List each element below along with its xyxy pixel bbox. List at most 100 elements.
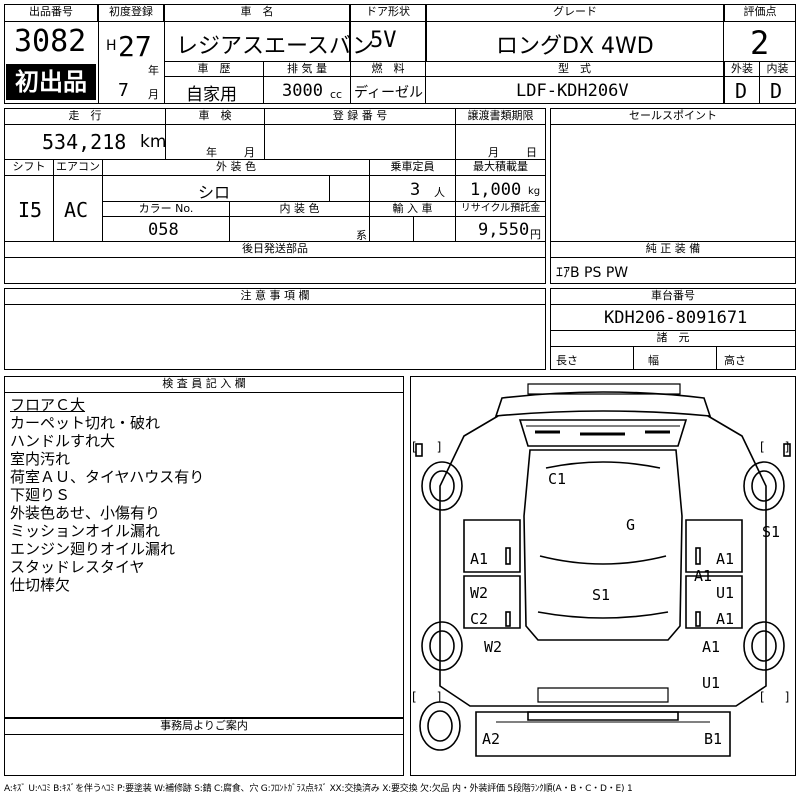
first-reg-header: 初度登録 — [98, 4, 164, 22]
bracket-right-top: [ ] — [760, 440, 794, 454]
inspector-note: 外装色あせ、小傷有り — [10, 504, 161, 522]
legend: A:ｷｽﾞ U:ﾍｺﾐ B:ｷｽﾞを伴うﾍｺﾐ P:要塗装 W:補修跡 S:錆 … — [4, 784, 633, 794]
series-unit: 系 — [356, 229, 367, 242]
color-no: 058 — [148, 220, 179, 240]
damage-right-rear: A1 — [702, 638, 721, 656]
interior-grade-header: 内装 — [759, 61, 796, 77]
km-unit: km — [140, 132, 167, 152]
damage-right-pillar: A1 — [694, 567, 713, 585]
interior-grade: D — [770, 79, 783, 103]
ac: AC — [64, 198, 89, 222]
history: 自家用 — [186, 85, 237, 105]
color: シロ — [198, 183, 231, 202]
width-label: 幅 — [648, 354, 659, 367]
car-name: レジアスエースバン — [176, 34, 375, 59]
recycle-header: リサイクル預託金 — [455, 201, 546, 217]
length-label: 長さ — [556, 354, 578, 367]
sales-point-header: セールスポイント — [550, 108, 796, 125]
damage-left-rear: W2 — [484, 638, 503, 656]
grade-header: グレード — [426, 4, 724, 22]
damage-right-front-upper: S1 — [762, 523, 781, 541]
damage-glass: G — [626, 516, 636, 534]
damage-left-front-door: A1 — [470, 550, 489, 568]
damage-left-rear-door: C2 — [470, 610, 489, 628]
damage-right-rear-lower: U1 — [702, 674, 721, 692]
import-header: 輸 入 車 — [369, 201, 456, 217]
shift-header: シフト — [4, 159, 54, 176]
damage-rear-left: A2 — [482, 730, 501, 748]
exterior-grade: D — [735, 79, 748, 103]
model-code: LDF-KDH206V — [516, 81, 629, 101]
score-header: 評価点 — [724, 4, 796, 22]
year-unit: 年 — [148, 64, 159, 77]
damage-right-mid: U1 — [716, 584, 735, 602]
damage-floor-center: S1 — [592, 586, 611, 604]
score: 2 — [750, 24, 770, 62]
cc-unit: cc — [330, 88, 343, 101]
damage-roof: C1 — [548, 470, 567, 488]
persons-unit: 人 — [434, 186, 445, 199]
fuel-header: 燃 料 — [350, 61, 426, 77]
first-listing-badge: 初出品 — [6, 64, 96, 100]
recycle: 9,550 — [478, 220, 530, 240]
dim-height-cell — [716, 346, 796, 370]
inspector-note: 仕切棒欠 — [10, 576, 71, 594]
inspector-note: 荷室ＡＵ、タイヤハウス有り — [10, 468, 205, 486]
bracket-left-bottom: [ ] — [412, 690, 446, 704]
car-diagram — [415, 383, 791, 757]
color-header: 外 装 色 — [102, 159, 370, 176]
chassis-no: KDH206-8091671 — [604, 308, 748, 328]
inspector-note: エンジン廻りオイル漏れ — [10, 540, 176, 558]
kg-unit: kg — [528, 186, 541, 197]
displacement-header: 排 気 量 — [263, 61, 351, 77]
inspection-month-unit: 月 — [244, 146, 255, 159]
mileage: 534,218 — [42, 130, 127, 154]
reg-no-header: 登 録 番 号 — [264, 108, 456, 125]
color-no-header: カラー No. — [102, 201, 230, 217]
first-listing-label: 初出品 — [15, 68, 87, 96]
mileage-header: 走 行 — [4, 108, 166, 125]
yen-unit: 円 — [530, 228, 541, 241]
interior-color-cell — [229, 216, 370, 242]
inspector-note: 室内汚れ — [10, 450, 71, 468]
year: 27 — [118, 30, 152, 63]
month: 7 — [118, 80, 129, 101]
sales-point-cell — [550, 124, 796, 242]
genuine-equipment-header: 純 正 装 備 — [550, 241, 796, 258]
door-type-header: ドア形状 — [350, 4, 426, 22]
capacity-header: 乗車定員 — [369, 159, 456, 176]
model-code-header: 型 式 — [425, 61, 724, 77]
max-load-header: 最大積載量 — [455, 159, 546, 176]
lot-no: 3082 — [14, 24, 87, 59]
reg-no-cell — [264, 124, 456, 160]
inspector-cell — [4, 392, 404, 718]
damage-left-front-pillar: W2 — [470, 584, 489, 602]
capacity: 3 — [410, 180, 421, 200]
notes-header: 注 意 事 項 欄 — [4, 288, 546, 305]
car-name-header: 車 名 — [164, 4, 350, 22]
transfer-day-unit: 日 — [526, 146, 537, 159]
ac-header: エアコン — [53, 159, 103, 176]
chassis-header: 車台番号 — [550, 288, 796, 305]
max-load: 1,000 — [470, 180, 522, 200]
lot-no-header: 出品番号 — [4, 4, 98, 22]
office-header: 事務局よりご案内 — [4, 718, 404, 735]
model-code-cell — [425, 76, 724, 104]
genuine-equipment: ｴｱB PS PW — [556, 265, 629, 281]
color-extra-cell — [329, 175, 370, 202]
inspection-year-unit: 年 — [206, 146, 217, 159]
inspector-notes-list: フロアＣ大 カーペット切れ・破れ ハンドルすれ大 室内汚れ 荷室ＡＵ、タイヤハウ… — [10, 396, 204, 594]
inspector-note: カーペット切れ・破れ — [10, 414, 161, 432]
damage-rear-right: B1 — [704, 730, 723, 748]
car-diagram-frame — [410, 376, 796, 776]
inspection-header: 車 検 — [165, 108, 265, 125]
damage-right-rear-door: A1 — [716, 610, 735, 628]
inspector-note: 下廻りＳ — [10, 486, 71, 504]
office-cell — [4, 734, 404, 776]
era: H — [106, 38, 117, 54]
dimensions-header: 諸 元 — [550, 330, 796, 347]
history-header: 車 歴 — [164, 61, 264, 77]
month-unit: 月 — [148, 88, 159, 101]
later-parts-cell — [4, 257, 546, 284]
door-type: 5V — [370, 28, 397, 53]
